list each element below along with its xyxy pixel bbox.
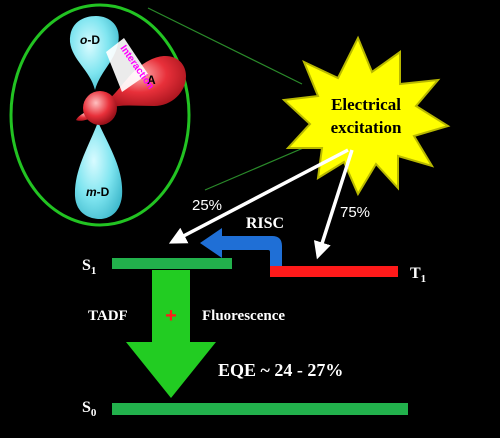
- t1-level: [270, 266, 398, 277]
- tadf-label: TADF: [88, 308, 128, 324]
- plus-sign: +: [165, 305, 177, 327]
- s1-level: [112, 258, 232, 269]
- meta-donor-label: m-D: [86, 185, 110, 199]
- ortho-donor-label: o-D: [80, 33, 100, 47]
- s0-label: S0: [82, 399, 97, 419]
- singlet-percentage: 25%: [192, 197, 222, 214]
- s1-label: S1: [82, 257, 96, 277]
- center-atom: [83, 91, 117, 125]
- ortho-donor-lobe: [69, 16, 119, 90]
- emission-arrow: [126, 270, 216, 398]
- interaction-wedge: [106, 38, 148, 92]
- arrow-to-triplet: [313, 149, 354, 260]
- risc-label: RISC: [246, 215, 284, 232]
- connector-line-top: [147, 7, 303, 85]
- eqe-label: EQE ~ 24 - 27%: [218, 360, 343, 380]
- s0-level: [112, 403, 408, 415]
- acceptor-lobe: [108, 55, 186, 108]
- arrow-to-singlet: [168, 148, 349, 244]
- triplet-percentage: 75%: [340, 204, 370, 221]
- t1-label: T1: [410, 265, 426, 285]
- excitation-line1: Electrical: [331, 95, 401, 114]
- excitation-line2: excitation: [331, 118, 402, 137]
- risc-arrow: [200, 228, 282, 268]
- excitation-starburst: [281, 35, 451, 197]
- fluorescence-label: Fluorescence: [202, 308, 285, 324]
- meta-donor-lobe: [74, 122, 123, 219]
- acceptor-label: A: [147, 73, 156, 87]
